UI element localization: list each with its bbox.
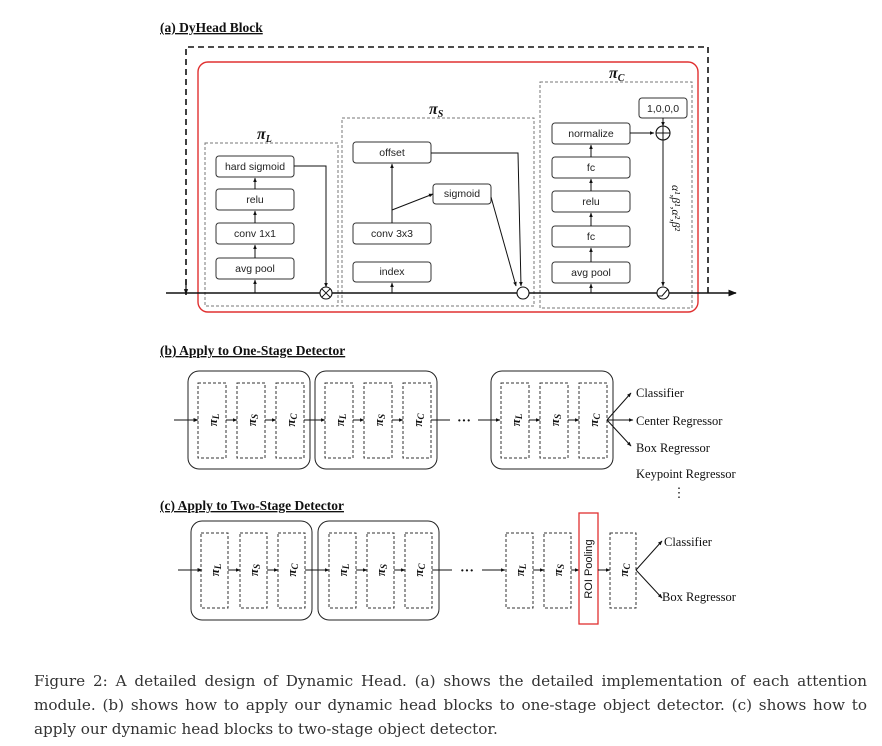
dyhead-outer-dashed [185,46,709,296]
svg-text:πC: πC [410,412,426,426]
two-stage-pipeline [178,512,637,625]
spatial-box-conv3x3: conv 3x3 [371,228,413,240]
multiply-cross [321,288,331,298]
panel-a-title: (a) DyHead Block [160,20,263,35]
scale-arrows [253,165,328,293]
svg-text:πC: πC [586,412,602,426]
pi-l-label: πL [257,126,272,145]
one-stage-pipeline [174,370,614,470]
spatial-attention-region [341,117,535,307]
task-box-relu: relu [582,196,600,208]
one-stage-ellipsis: ··· [457,414,471,429]
svg-text:πL: πL [205,413,221,426]
svg-text:πS: πS [550,564,566,576]
task-box-fc-1: fc [587,231,595,243]
scale-box-conv1x1: conv 1x1 [234,228,276,240]
svg-text:πL: πL [332,413,348,426]
panel-c-title: (c) Apply to Two-Stage Detector [160,498,344,513]
task-init-value: 1,0,0,0 [647,103,679,115]
output-box-regressor: Box Regressor [636,441,711,455]
two-stage-output-box-regressor: Box Regressor [662,590,737,604]
svg-text:πS: πS [547,414,563,426]
one-stage-output-arrows [606,392,634,447]
output-classifier: Classifier [636,386,685,400]
svg-text:πC: πC [616,562,632,576]
dynamic-head-diagram: (a) DyHead Block πL πS πC avg pool conv … [160,20,737,625]
pi-s-label: πS [429,101,444,120]
spatial-arrows [390,152,523,293]
spatial-box-index: index [379,266,405,278]
panel-b-title: (b) Apply to One-Stage Detector [160,343,345,358]
task-attention-region [539,81,693,309]
svg-text:πL: πL [508,413,524,426]
spatial-box-offset: offset [379,147,405,159]
figure-caption: Figure 2: A detailed design of Dynamic H… [34,672,867,738]
output-more: ⋮ [673,485,686,500]
task-box-fc-2: fc [587,162,595,174]
spatial-attention-boxes: index conv 3x3 offset sigmoid [352,141,492,283]
svg-text:πS: πS [244,414,260,426]
scale-box-hard-sigmoid: hard sigmoid [225,161,285,173]
svg-text:πL: πL [512,563,528,576]
svg-text:πS: πS [246,564,262,576]
one-stage-pi-labels: πL πS πC πL πS πC πL πS πC [205,412,602,426]
add-cross [656,126,670,140]
two-stage-pi-labels: πL πS πC πL πS πC πL πS πC [207,562,632,576]
svg-text:πL: πL [335,563,351,576]
svg-text:πS: πS [371,414,387,426]
svg-text:πS: πS [373,564,389,576]
svg-text:πC: πC [283,412,299,426]
svg-text:πC: πC [411,562,427,576]
task-box-normalize: normalize [568,128,614,140]
roi-pooling-label: ROI Pooling [583,539,595,598]
dynamic-relu-operator-icon [656,286,670,300]
output-keypoint-regressor: Keypoint Regressor [636,467,736,481]
deform-sample-operator-icon [516,286,530,300]
relu-glyph [658,288,669,297]
scale-box-relu: relu [246,194,264,206]
roi-pooling-box [578,512,599,625]
scale-box-avg-pool: avg pool [235,263,275,275]
task-attention-boxes: avg pool fc relu fc normalize 1,0,0,0 [551,97,688,284]
svg-text:πC: πC [284,562,300,576]
spatial-box-sigmoid: sigmoid [444,188,480,200]
task-arrows [589,118,665,293]
svg-text:πL: πL [207,563,223,576]
two-stage-output-classifier: Classifier [664,535,713,549]
two-stage-output-arrows [635,540,663,599]
output-center-regressor: Center Regressor [636,414,723,428]
dyhead-red-frame [197,61,699,313]
pi-c-label: πC [609,65,625,84]
two-stage-ellipsis: ··· [460,564,474,579]
task-box-avg-pool: avg pool [571,267,611,279]
scale-attention-region [204,142,339,307]
scale-attention-boxes: avg pool conv 1x1 relu hard sigmoid [215,155,295,280]
dynamic-relu-params: α¹,β¹,α²,β² [669,185,681,231]
